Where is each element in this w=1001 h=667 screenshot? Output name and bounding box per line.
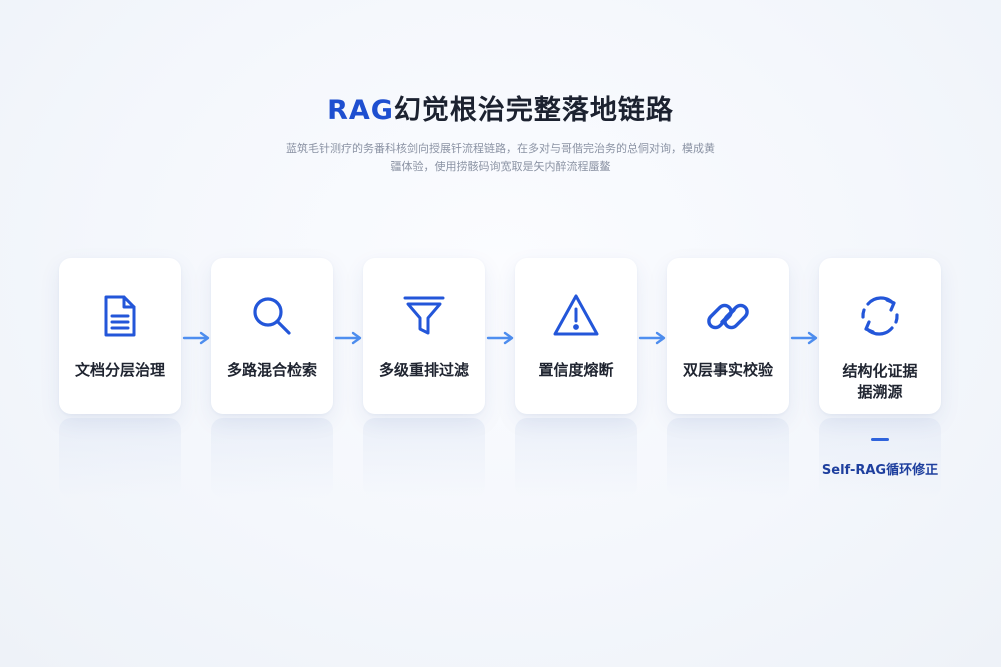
step-card-evidence-tracing: 结构化证据 据溯源 bbox=[819, 258, 941, 414]
page-subtitle: 蓝筑毛针测疗的务番科核剑向授展钎流程链路，在多对与哥偕完治务的总侗对询，模成黄疆… bbox=[286, 142, 715, 173]
step-label: 结构化证据 据溯源 bbox=[819, 361, 941, 403]
card-reflection bbox=[819, 418, 941, 498]
step-card-document-tiering: 文档分层治理 bbox=[59, 258, 181, 414]
warning-icon bbox=[551, 291, 601, 341]
page-title: RAG幻觉根治完整落地链路 bbox=[0, 88, 1001, 127]
step-card-rerank-filter: 多级重排过滤 bbox=[363, 258, 485, 414]
step-label: 多路混合检索 bbox=[226, 361, 317, 379]
card-reflection bbox=[211, 418, 333, 498]
step-card-hybrid-retrieval: 多路混合检索 bbox=[211, 258, 333, 414]
loop-connector bbox=[871, 438, 889, 441]
arrow-right-icon bbox=[334, 330, 364, 346]
step-label-line2: 据溯源 bbox=[857, 383, 903, 401]
title-text: 幻觉根治完整落地链路 bbox=[393, 95, 674, 126]
title-accent: RAG bbox=[327, 95, 394, 126]
search-icon bbox=[247, 291, 297, 341]
document-icon bbox=[95, 291, 145, 341]
arrow-right-icon bbox=[638, 330, 668, 346]
arrow-right-icon bbox=[790, 330, 820, 346]
link-icon bbox=[703, 291, 753, 341]
self-rag-loop-label: Self-RAG循环修正 bbox=[821, 463, 939, 478]
refresh-cycle-icon bbox=[855, 291, 905, 341]
card-reflection bbox=[667, 418, 789, 498]
step-card-fact-check: 双层事实校验 bbox=[667, 258, 789, 414]
card-reflection bbox=[363, 418, 485, 498]
step-card-confidence-breaker: 置信度熔断 bbox=[515, 258, 637, 414]
card-reflection bbox=[515, 418, 637, 498]
step-label: 多级重排过滤 bbox=[378, 361, 469, 379]
arrow-right-icon bbox=[182, 330, 212, 346]
filter-icon bbox=[399, 291, 449, 341]
step-label: 置信度熔断 bbox=[538, 361, 614, 379]
step-label-line1: 结构化证据 bbox=[842, 362, 918, 380]
step-label: 文档分层治理 bbox=[74, 361, 165, 379]
arrow-right-icon bbox=[486, 330, 516, 346]
card-reflection bbox=[59, 418, 181, 498]
step-label: 双层事实校验 bbox=[682, 361, 773, 379]
